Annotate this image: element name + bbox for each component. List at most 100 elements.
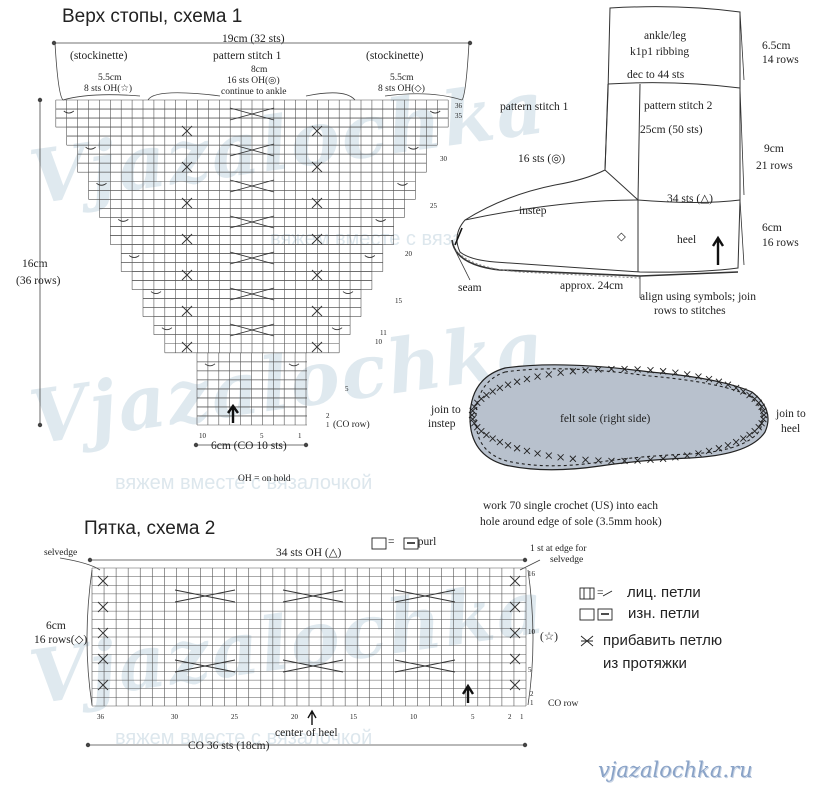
boot-circ-label: 25cm (50 sts)	[640, 124, 703, 136]
chart2-top-label: 34 sts OH (△)	[276, 547, 342, 559]
chart2-edge-line2: selvedge	[550, 555, 584, 565]
boot-top-size: 6.5cm	[762, 40, 791, 52]
chart1-title: Верх стопы, схема 1	[62, 6, 243, 27]
chart2-purl-legend: = purl	[388, 536, 437, 548]
boot-length-label: approx. 24cm	[560, 280, 624, 292]
sole-left-line2: instep	[428, 418, 456, 430]
chart1-middle-note: continue to ankle	[221, 87, 287, 97]
chart2-row-1: 1	[530, 699, 534, 707]
boot-ribbing-label: k1p1 ribbing	[630, 46, 690, 58]
legend-purl-label: изн. петли	[628, 605, 700, 622]
chart2-col-5: 5	[471, 713, 475, 721]
chart2-title: Пятка, схема 2	[84, 518, 216, 539]
chart1-row-11: 11	[380, 329, 387, 337]
chart2-height-line2: 16 rows(◇)	[34, 634, 88, 646]
boot-dimension-marks	[454, 11, 745, 298]
boot-heel-label: heel	[677, 234, 697, 246]
sole-right-line1: join to	[776, 408, 806, 420]
chart2-col-20: 20	[291, 713, 298, 721]
chart2-col-10: 10	[410, 713, 417, 721]
chart2-star-label: (☆)	[540, 631, 558, 643]
chart2-col-30: 30	[171, 713, 178, 721]
chart2-edge-line1: 1 st at edge for	[530, 544, 587, 554]
chart2-col-36: 36	[97, 713, 104, 721]
boot-sts34-label: 34 sts (△)	[667, 193, 713, 205]
chart1-right-sts: 8 sts OH(◇)	[378, 84, 425, 94]
boot-top-rows: 14 rows	[762, 54, 799, 66]
chart1-row-25: 25	[430, 202, 437, 210]
chart2-grid	[91, 567, 527, 707]
boot-diamond-mark: ◇	[617, 231, 626, 243]
chart2-col-15: 15	[350, 713, 357, 721]
chart1-left-sts: 8 sts OH(☆)	[84, 84, 133, 94]
chart1-row-20: 20	[405, 250, 412, 258]
chart2-row-5: 5	[528, 666, 532, 674]
chart2-row-10: 10	[528, 628, 535, 636]
legend-equals-1: =	[597, 587, 604, 599]
boot-heel-size: 6cm	[762, 222, 782, 234]
chart1-row-10: 10	[375, 338, 382, 346]
boot-sts16-label: 16 sts (◎)	[518, 153, 566, 165]
boot-ps2-label: pattern stitch 2	[644, 100, 713, 112]
chart1-right-section-name: (stockinette)	[366, 50, 424, 62]
chart2-arrow	[461, 683, 475, 703]
boot-seam-label: seam	[458, 282, 482, 294]
chart1-co-row-label: (CO row)	[333, 420, 370, 430]
boot-instep-label: instep	[519, 205, 547, 217]
boot-heel-arrow	[711, 235, 725, 265]
chart2-co-width: CO 36 sts (18cm)	[188, 740, 270, 752]
legend-symbols	[371, 537, 613, 647]
boot-drawing	[456, 6, 741, 273]
chart1-cable-marks	[63, 107, 441, 367]
chart1-row-2: 2	[326, 412, 330, 420]
chart1-bottom-number-5: 5	[260, 432, 264, 440]
chart2-dimension-lines	[59, 557, 541, 748]
boot-seam-line	[455, 249, 641, 279]
chart1-bottom-number-1: 1	[298, 432, 302, 440]
chart2-col-25: 25	[231, 713, 238, 721]
chart1-row-5: 5	[345, 385, 349, 393]
chart1-height-rows: (36 rows)	[16, 275, 61, 287]
sole-center-label: felt sole (right side)	[560, 413, 651, 425]
boot-instep-arrow	[454, 227, 463, 246]
chart2-co-row-label: CO row	[548, 699, 579, 709]
watermark-tagline-bottom: вяжем вместе с вязалочкой	[115, 727, 373, 749]
boot-align-line2: rows to stitches	[654, 305, 726, 317]
chart1-left-section-name: (stockinette)	[70, 50, 128, 62]
chart1-grid	[55, 99, 449, 426]
chart2-col-1: 1	[520, 713, 524, 721]
chart1-middle-sts: 16 sts OH(◎)	[227, 76, 280, 86]
boot-align-line1: align using symbols; join	[640, 291, 756, 303]
boot-dec-label: dec to 44 sts	[627, 69, 685, 81]
sole-note-line2: hole around edge of sole (3.5mm hook)	[480, 516, 662, 528]
sole-note-line1: work 70 single crochet (US) into each	[483, 500, 659, 512]
boot-ankle-label: ankle/leg	[644, 30, 687, 42]
chart2-center-label: center of heel	[275, 727, 338, 739]
chart1-width-label: 19cm (32 sts)	[222, 33, 285, 45]
chart1-left-size: 5.5cm	[98, 73, 122, 83]
legend-inc-line2: из протяжки	[603, 655, 687, 672]
chart1-oh-legend: OH = on hold	[238, 474, 291, 484]
chart2-row-2: 2	[530, 690, 534, 698]
chart1-row-35: 35	[455, 112, 462, 120]
chart1-row-36: 36	[455, 102, 462, 110]
watermark-tagline-middle: вяжем вместе с вязалочкой	[115, 472, 373, 494]
chart1-right-size: 5.5cm	[390, 73, 414, 83]
chart1-middle-section-name: pattern stitch 1	[213, 50, 282, 62]
chart2-selvedge-left: selvedge	[44, 548, 78, 558]
chart1-row-1: 1	[326, 421, 330, 429]
chart2-row-16: 16	[528, 570, 535, 578]
chart1-bottom-number-10: 10	[199, 432, 206, 440]
site-logo: vjazalochka.ru	[598, 758, 753, 782]
chart1-bottom-width: 6cm (CO 10 sts)	[211, 440, 287, 452]
boot-ps1-label: pattern stitch 1	[500, 101, 569, 113]
chart1-height-label: 16cm	[22, 258, 48, 270]
chart2-purl-label: purl	[417, 536, 437, 548]
sole-right-line2: heel	[781, 423, 801, 435]
chart1-row-30: 30	[440, 155, 447, 163]
chart2-cable-marks	[97, 575, 521, 691]
chart1-middle-size: 8cm	[251, 65, 268, 75]
sole-left-line1: join to	[431, 404, 461, 416]
sole-crochet-marks	[468, 365, 768, 465]
chart2-center-arrow	[307, 709, 317, 725]
